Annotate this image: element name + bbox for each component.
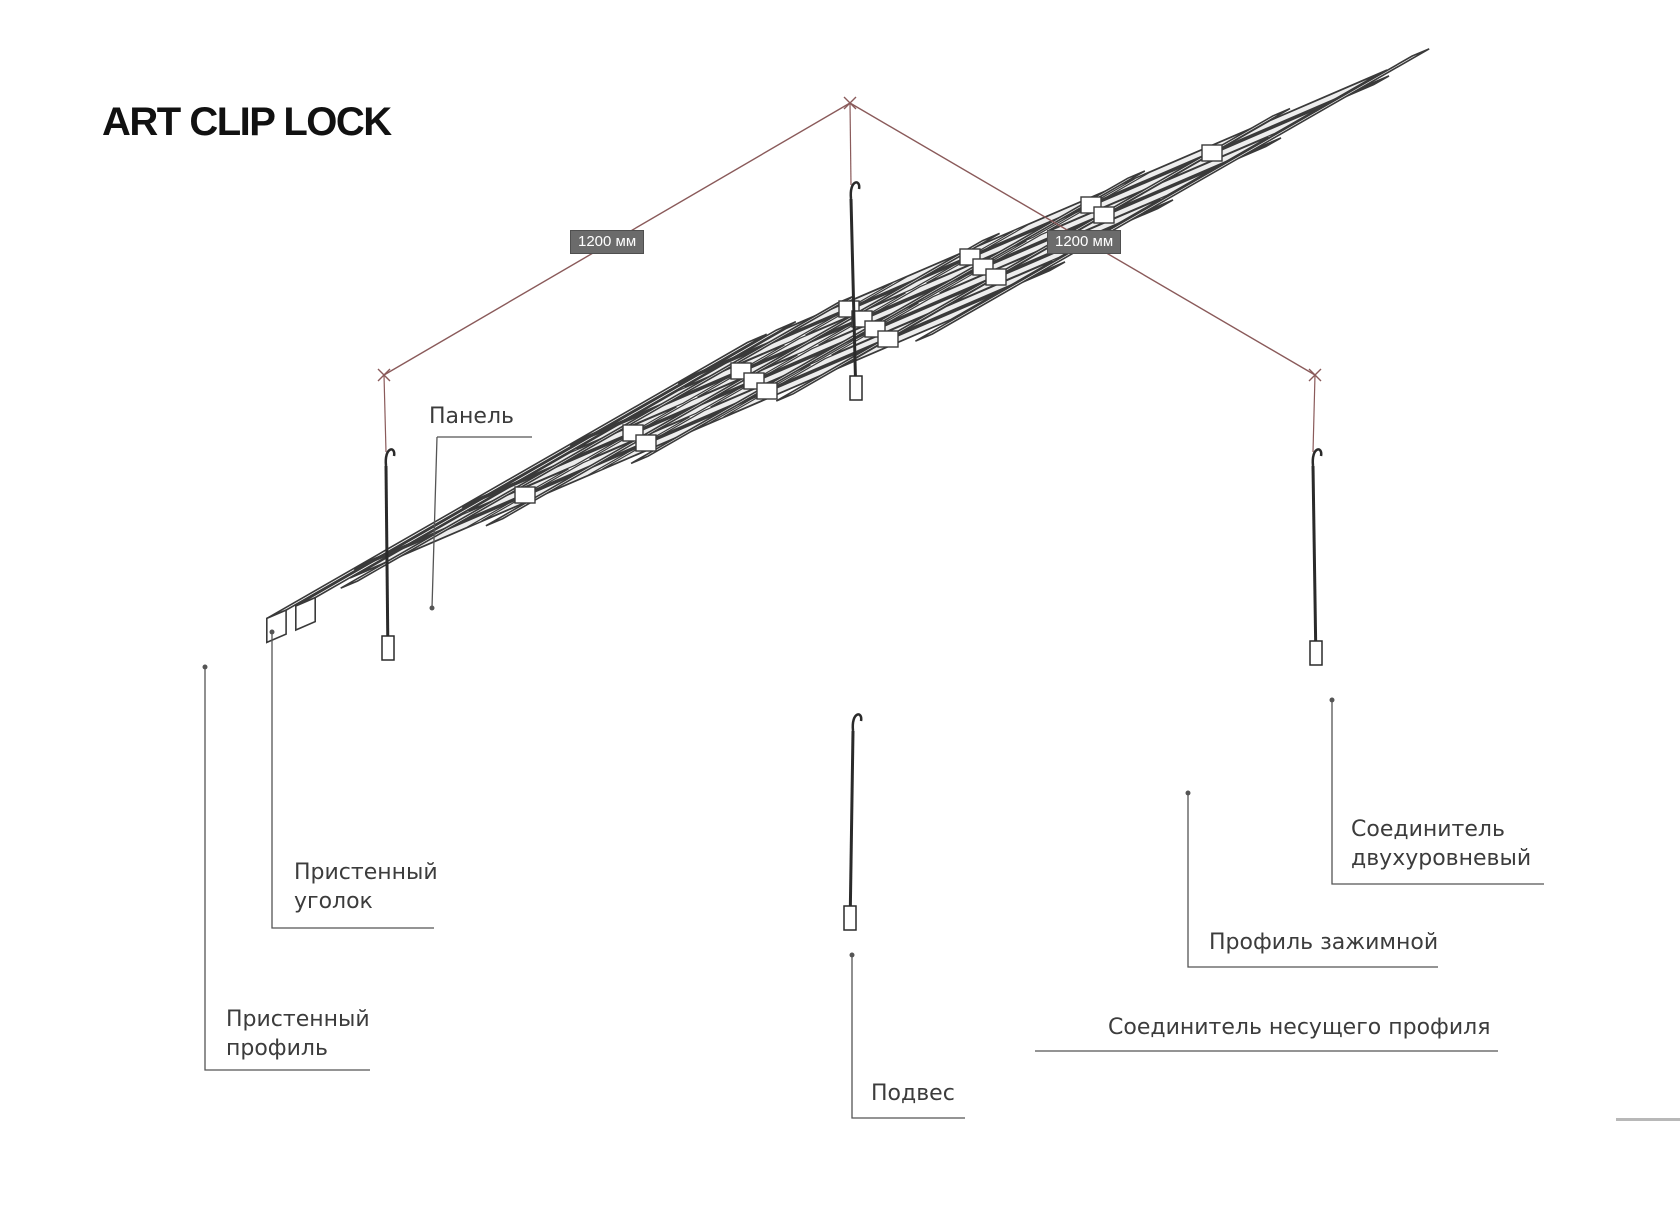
callout-leaders [202,436,1544,1119]
leader-wall-profile-dot [202,664,208,670]
dimension-tick [1308,368,1322,382]
dimension-drop-left [383,374,387,453]
callout-clamping-profile-label: Профиль зажимной [1209,930,1439,955]
dimension-label-left: 1200 мм [570,230,645,254]
callout-panel-label: Панель [429,404,514,429]
hanger-hook [849,181,861,200]
callout-clamping-profile: Профиль зажимной [1209,928,1438,957]
leader-wall-corner [271,632,434,929]
leader-hanger [851,955,965,1119]
callout-two-level-connector: Соединитель двухуровневый [1351,815,1531,873]
clamping-profile-groove [577,141,1274,442]
callout-hanger: Подвес [871,1079,955,1108]
hangers [381,181,1323,931]
callout-panel: Панель [429,402,514,431]
carrier-profile [340,295,855,589]
callout-wall-corner-line2: уголок [294,889,373,914]
hanger-hook [384,448,396,467]
dimension-drop-center [849,102,852,186]
leader-wall-corner-dot [269,629,275,635]
hanger-rod [849,198,858,401]
leader-panel-dot [429,605,435,611]
hanger-clip [849,375,863,401]
two-level-connector [756,382,778,400]
leader-wall-profile [204,667,370,1071]
clamping-profile-groove [685,79,1382,380]
callout-carrier-connector-label: Соединитель несущего профиля [1108,1015,1491,1040]
leader-hanger-dot [849,952,855,958]
two-level-connector [514,486,536,504]
two-level-connectors [514,144,1223,504]
carrier-profile [915,48,1430,342]
callout-wall-corner-line1: Пристенный [294,860,438,885]
dimension-label-right: 1200 мм [1047,230,1122,254]
callout-two-level-connector-line2: двухуровневый [1351,846,1532,871]
callout-wall-profile: Пристенный профиль [226,1005,370,1063]
hanger-rod [1311,465,1318,666]
two-level-connector [1201,144,1223,162]
leader-clamping-profile [1187,793,1438,968]
hanger-clip [1309,640,1323,666]
wall-profile-strip-end [265,608,287,644]
dimension-tick [843,96,857,110]
callout-hanger-label: Подвес [871,1081,955,1106]
hanger-hook [851,713,863,732]
wall-profile-assembly [265,320,797,644]
callout-wall-profile-line2: профиль [226,1036,328,1061]
wall-corner-strip-end [294,596,317,632]
callout-wall-corner: Пристенный уголок [294,858,438,916]
hanger-hook [1311,448,1323,467]
two-level-connector [985,268,1007,286]
carrier-profile [630,170,1146,465]
carrier-profile [775,107,1291,402]
callout-carrier-connector: Соединитель несущего профиля [1108,1013,1490,1042]
hanger-rod [384,465,390,661]
hanger-clip [843,905,857,931]
leader-two-level-connector-dot [1329,697,1335,703]
hanger-rod [848,730,855,931]
two-level-connector [877,330,899,348]
page-title: ART CLIP LOCK [102,100,392,144]
clamping-profile-groove [361,265,1058,566]
corner-mark [1616,1118,1680,1121]
hanger-clip [381,635,395,661]
callout-wall-profile-line1: Пристенный [226,1007,370,1032]
leader-two-level-connector [1331,700,1544,885]
leader-panel [431,436,532,609]
callout-two-level-connector-line1: Соединитель [1351,817,1505,842]
two-level-connector [1093,206,1115,224]
dimension-tick [377,368,391,382]
dimension-drop-right [1312,374,1316,453]
clamping-profile-groove [469,203,1166,504]
two-level-connector [635,434,657,452]
leader-clamping-profile-dot [1185,790,1191,796]
